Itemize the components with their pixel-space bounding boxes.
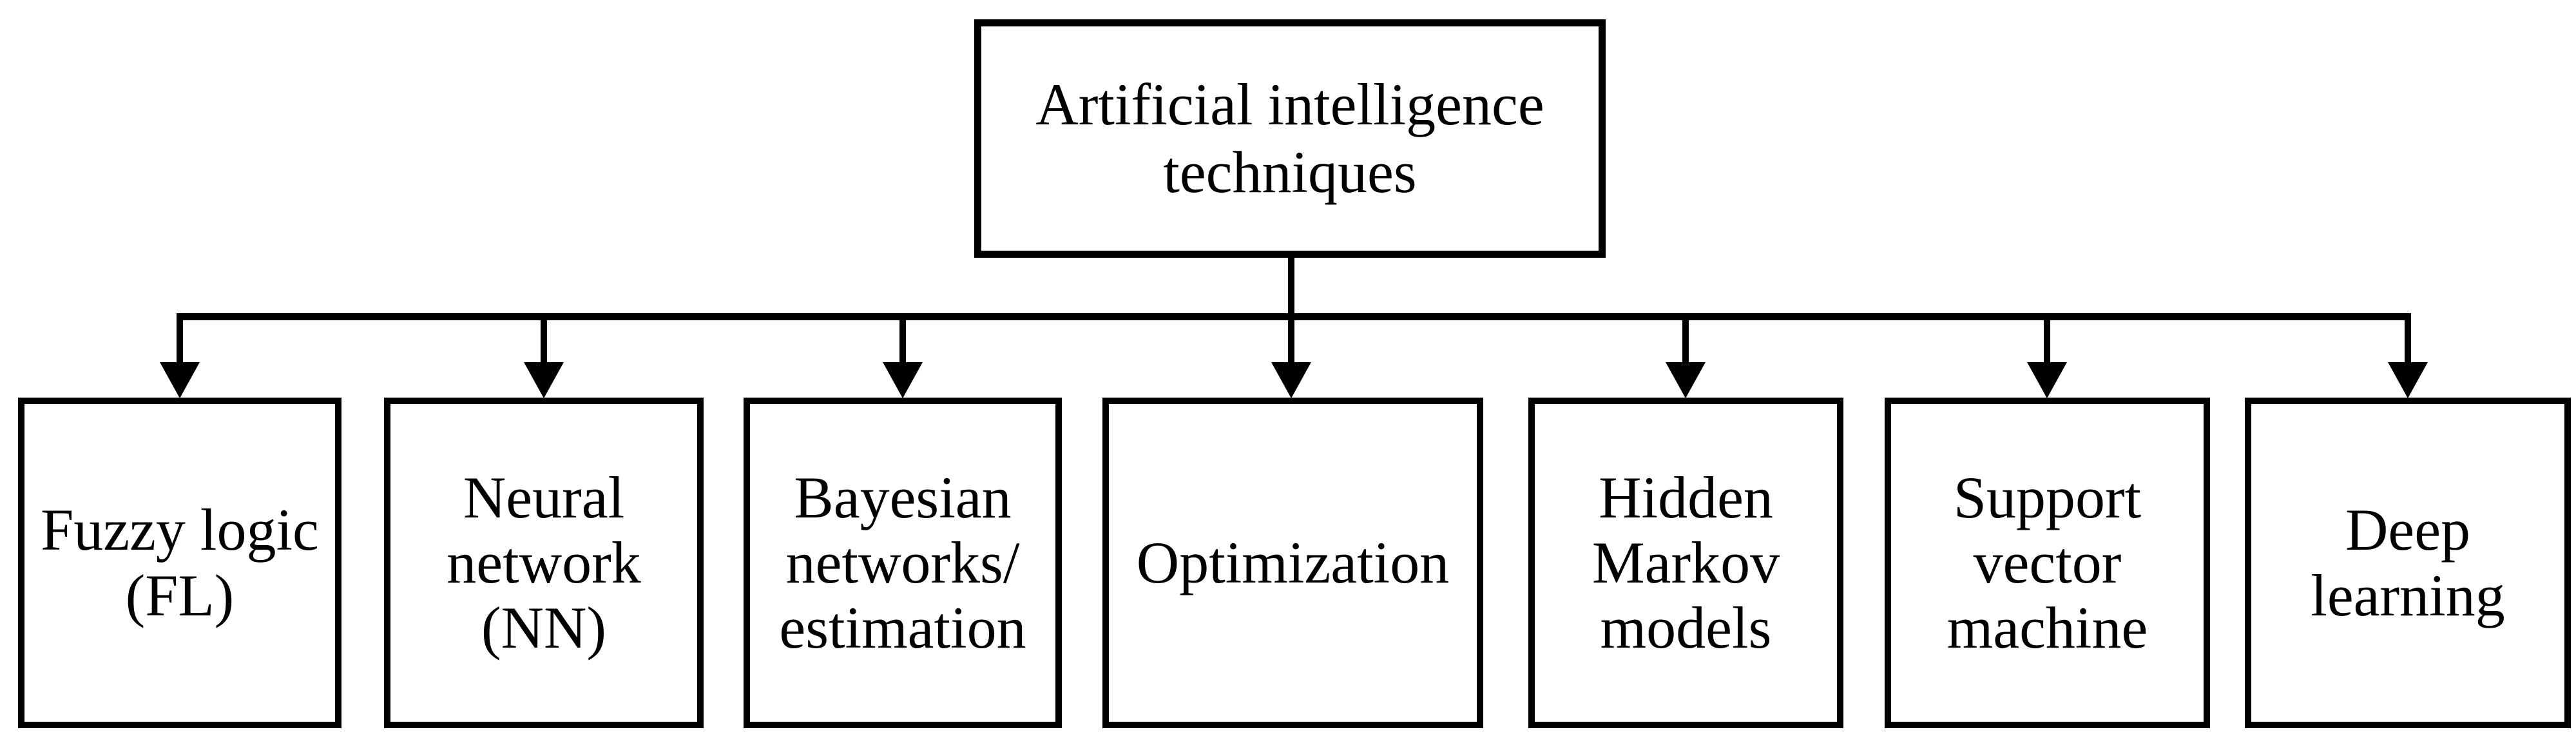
node-support-vector-machine: Support vector machine [1885,398,2210,728]
arrow-down-icon [2388,362,2428,398]
node-label: Artificial intelligence techniques [1035,72,1544,205]
node-label: Fuzzy logic (FL) [41,497,319,628]
bus-line [177,313,2411,320]
node-hidden-markov-models: Hidden Markov models [1528,398,1843,728]
connector-line-fuzzy-logic [177,320,183,365]
connector-line-support-vector-machine [2044,320,2050,365]
node-neural-network: Neural network (NN) [384,398,704,728]
node-label: Hidden Markov models [1591,464,1780,661]
node-label: Deep learning [2311,497,2505,628]
connector-line-neural-network [541,320,547,365]
node-deep-learning: Deep learning [2245,398,2571,728]
arrow-down-icon [2027,362,2067,398]
node-label: Neural network (NN) [447,464,641,661]
node-artificial-intelligence-techniques: Artificial intelligence techniques [974,19,1606,258]
arrow-down-icon [160,362,200,398]
connector-line-deep-learning [2405,320,2411,365]
arrow-down-icon [1666,362,1706,398]
node-label: Support vector machine [1946,464,2148,661]
arrow-down-icon [1271,362,1311,398]
connector-line-optimization [1288,320,1294,365]
connector-line-bayesian-networks [899,320,906,365]
root-stem-line [1288,256,1294,313]
node-label: Optimization [1136,529,1450,595]
node-optimization: Optimization [1102,398,1483,728]
arrow-down-icon [883,362,923,398]
arrow-down-icon [524,362,564,398]
node-bayesian-networks: Bayesian networks/ estimation [744,398,1062,728]
node-label: Bayesian networks/ estimation [779,464,1026,661]
node-fuzzy-logic: Fuzzy logic (FL) [18,398,341,728]
connector-line-hidden-markov-models [1682,320,1689,365]
